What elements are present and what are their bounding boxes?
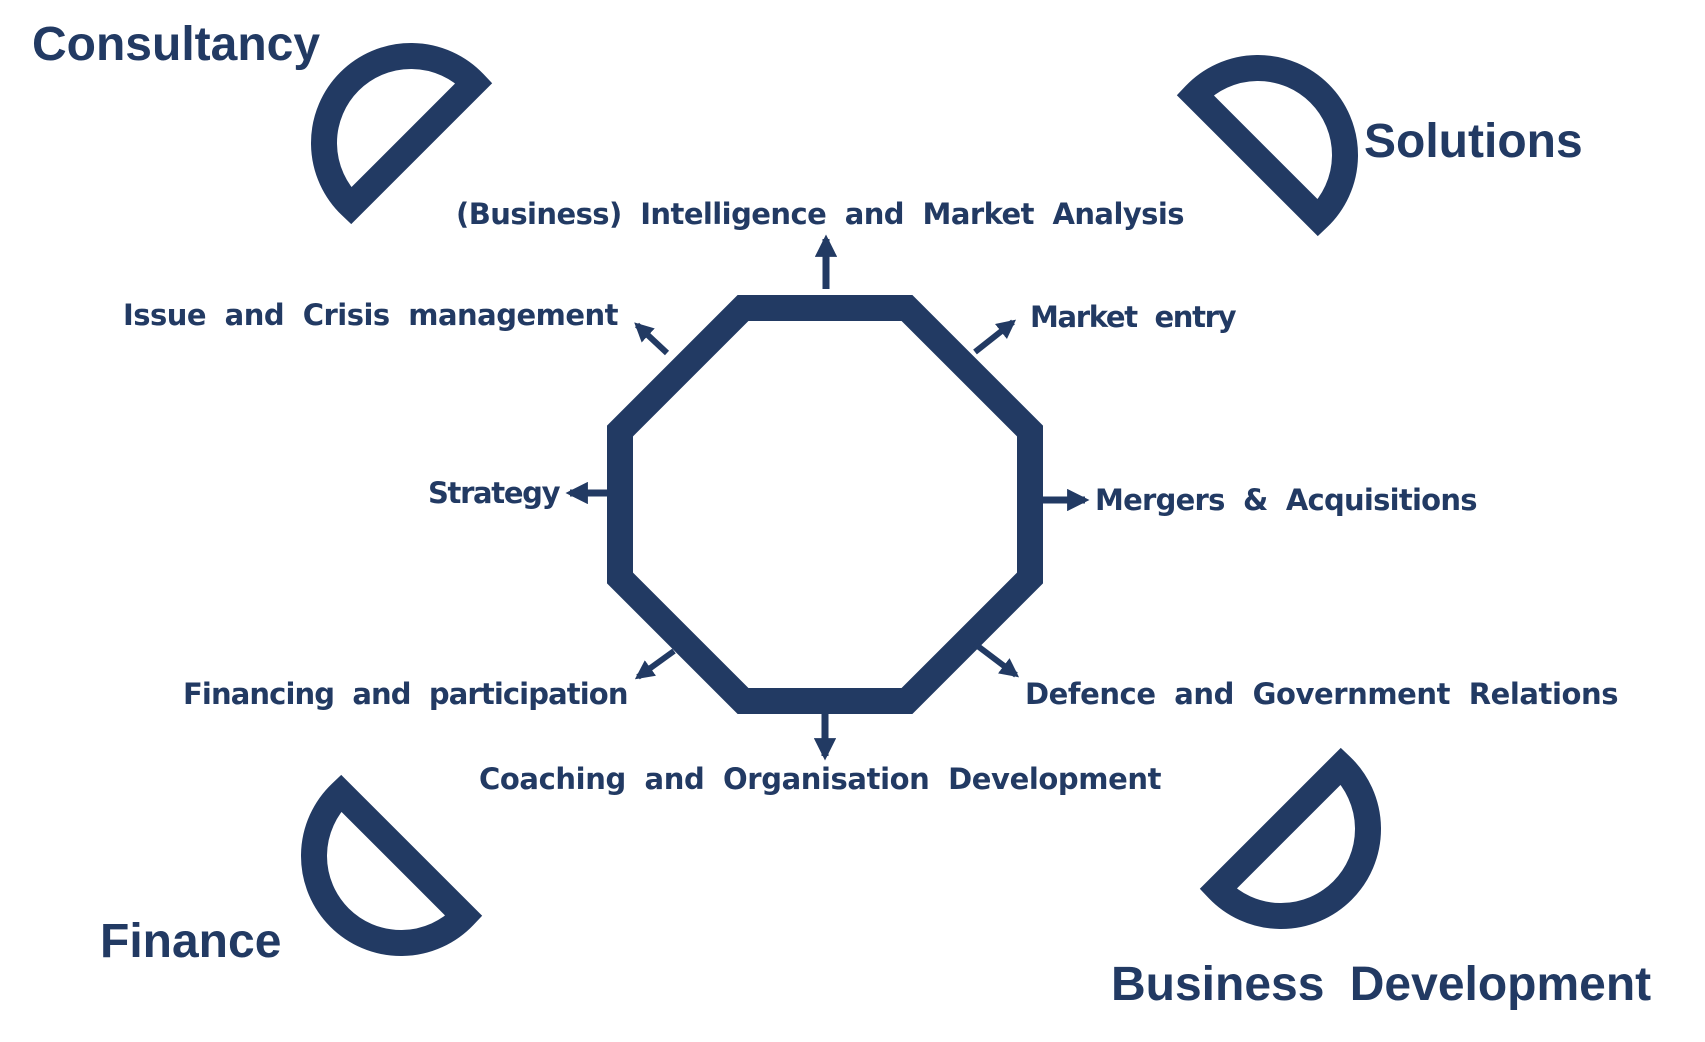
service-financing-label: Financing and participation [183, 677, 630, 711]
consultancy-half-circle-shape [311, 43, 493, 225]
consultancy-label: Consultancy [32, 18, 320, 71]
business-development-half-circle-shape [1199, 747, 1381, 929]
service-intelligence-label: (Business) Intelligence and Market Analy… [456, 197, 1186, 231]
service-defence-label: Defence and Government Relations [1025, 677, 1620, 711]
solutions-label: Solutions [1364, 115, 1583, 168]
arrow-issue-crisis [634, 322, 670, 356]
service-market-entry-label: Market entry [1030, 300, 1238, 334]
solutions-half-circle-shape [1176, 55, 1358, 237]
service-mergers-label: Mergers & Acquisitions [1095, 483, 1479, 517]
arrow-market-entry [973, 319, 1017, 355]
arrow-defence [973, 641, 1020, 678]
arrow-financing [634, 648, 676, 680]
finance-label: Finance [100, 915, 281, 968]
central-octagon-shape [607, 295, 1043, 714]
business-development-label: Business Development [1111, 958, 1651, 1011]
service-strategy-label: Strategy [428, 476, 562, 510]
finance-half-circle-shape [301, 774, 483, 956]
service-coaching-label: Coaching and Organisation Development [479, 762, 1163, 796]
service-issue-crisis-label: Issue and Crisis management [123, 298, 620, 332]
